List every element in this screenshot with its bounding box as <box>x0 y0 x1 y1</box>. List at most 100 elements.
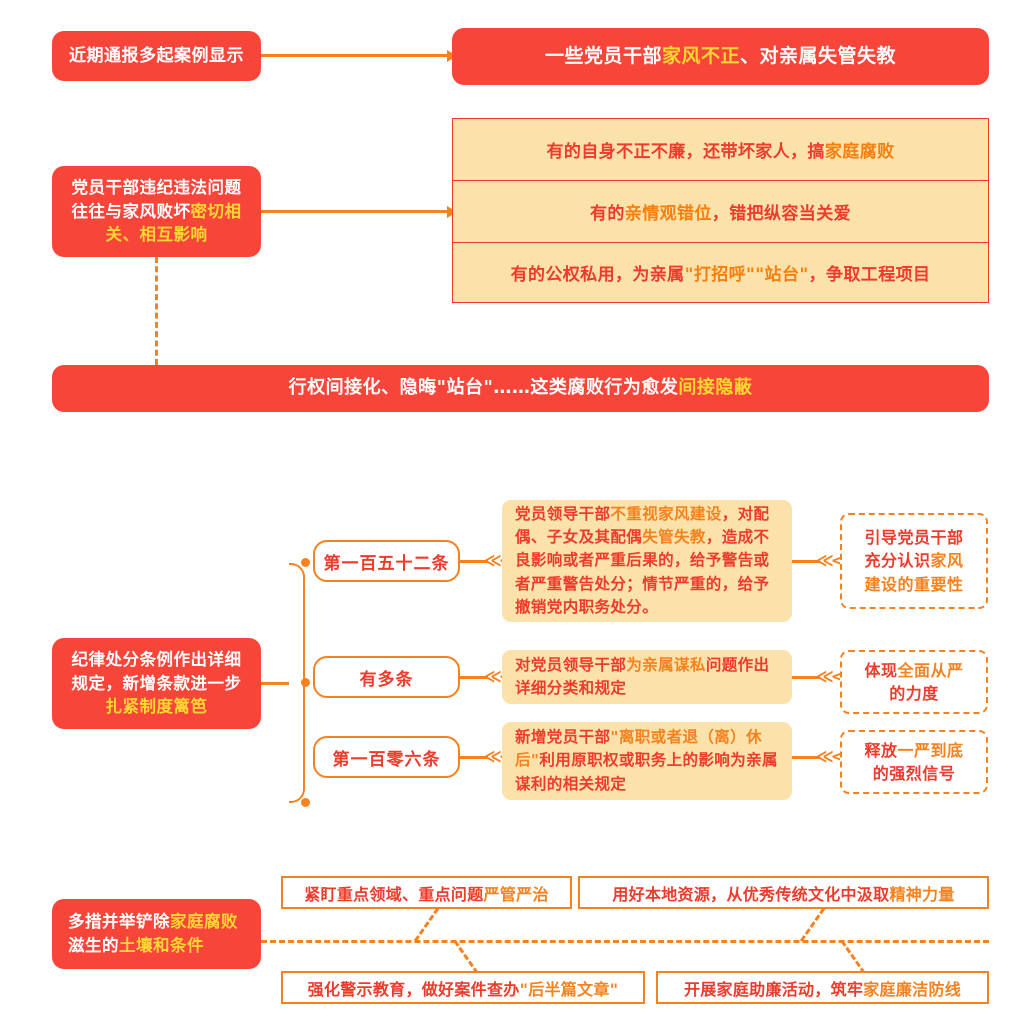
outcome-box-multi: 体现全面从严 的力度 <box>840 650 988 714</box>
triple-chevron-left-icon: ≪< <box>816 747 845 767</box>
branch-dot-icon <box>301 678 310 687</box>
regulation-root-line-1: 纪律处分条例作出详细 <box>71 649 242 669</box>
outcomemulti-seg1: 全面从严 <box>897 660 964 680</box>
triple-chevron-left-icon: ≪< <box>816 667 845 687</box>
article-pill-152-label: 第一百五十二条 <box>323 553 450 574</box>
measure1-seg1: 严管严治 <box>483 884 549 904</box>
cause-line-1: 党员干部违纪违法问题 <box>71 177 242 197</box>
branch-dot-icon <box>301 798 310 807</box>
row0-highlight: 家庭腐败 <box>824 142 895 163</box>
article-detail-multi-text: 对党员领导干部为亲属谋私问题作出详细分类和规定 <box>515 654 779 701</box>
headline-suffix: 、对亲属失管失教 <box>740 44 897 67</box>
measures-line2-prefix: 滋生的 <box>68 936 119 955</box>
headline-text: 一些党员干部家风不正、对亲属失管失教 <box>545 43 896 71</box>
connector-detail106-to-outcome <box>792 756 820 759</box>
measure-box-3: 强化警示教育，做好案件查办"后半篇文章" <box>281 971 645 1004</box>
headline-prefix: 一些党员干部 <box>544 44 662 67</box>
table-row-0-text: 有的自身不正不廉，还带坏家人，搞家庭腐败 <box>546 137 894 162</box>
measure-box-2: 用好本地资源，从优秀传统文化中汲取精神力量 <box>578 876 989 909</box>
outcomemulti-seg2: 的力度 <box>889 684 939 703</box>
measure2-seg0: 用好本地资源，从优秀传统文化中汲取 <box>612 884 890 904</box>
row0-prefix: 有的自身不正不廉，还带坏家人，搞 <box>546 142 825 163</box>
article-pill-152[interactable]: 第一百五十二条 <box>313 540 460 582</box>
article-detail-152-text: 党员领导干部不重视家风建设，对配偶、子女及其配偶失管失教，造成不良影响或者严重后… <box>515 503 779 619</box>
cause-line-3-highlight: 关、相互影响 <box>105 225 208 245</box>
outcomemulti-seg0: 体现 <box>864 660 898 680</box>
outcome152-line-1: 引导党员干部 <box>864 528 964 548</box>
connector-cause-to-banner <box>155 257 158 365</box>
banner-prefix: 行权间接化、隐晦"站台"……这类腐败行为愈发 <box>288 377 679 399</box>
headline-highlight: 家风不正 <box>661 44 740 67</box>
outcome106-seg2: 的强烈信号 <box>872 764 956 783</box>
measure-3-text: 强化警示教育，做好案件查办"后半篇文章" <box>308 976 619 1000</box>
outcome152-line-3: 建设的重要性 <box>864 574 964 594</box>
row1-highlight: 亲情观错位 <box>624 203 712 224</box>
measure-box-4: 开展家庭助廉活动，筑牢家庭廉洁防线 <box>656 971 989 1004</box>
outcome-box-152: 引导党员干部 充分认识家风 建设的重要性 <box>840 513 988 609</box>
outcome106-seg1: 一严到底 <box>897 740 964 760</box>
measures-line1-prefix: 多措并举铲除 <box>68 912 170 932</box>
measures-spine <box>261 940 989 943</box>
article-detail-106: 新增党员干部"离职或者退（离）休后"利用原职权或职务上的影响为亲属谋利的相关规定 <box>502 722 792 800</box>
detail152-seg1: 不重视家风建设 <box>610 504 722 523</box>
detail106-seg2: 利用原职权或职务上的影响为亲属谋利的相关规定 <box>515 751 778 793</box>
outcome106-seg0: 释放 <box>864 740 898 760</box>
branch-dot-icon <box>301 558 310 567</box>
table-row-1-text: 有的亲情观错位，错把纵容当关爱 <box>590 199 851 224</box>
measures-root-line-1: 多措并举铲除家庭腐败 <box>68 910 238 934</box>
measure3-seg1: "后半篇文章" <box>519 979 619 999</box>
cause-line-2-prefix: 往往与家风败坏 <box>71 201 191 221</box>
table-row: 有的自身不正不廉，还带坏家人，搞家庭腐败 <box>453 119 988 180</box>
manifestation-table: 有的自身不正不廉，还带坏家人，搞家庭腐败 有的亲情观错位，错把纵容当关爱 有的公… <box>452 118 989 303</box>
article-detail-106-text: 新增党员干部"离职或者退（离）休后"利用原职权或职务上的影响为亲属谋利的相关规定 <box>515 726 779 796</box>
row1-prefix: 有的 <box>589 203 625 224</box>
connector-detail152-to-outcome <box>792 560 820 563</box>
connector-pill152-to-detail <box>460 560 488 563</box>
cause-line-2-highlight: 密切相 <box>190 201 242 221</box>
connector-source-to-headline <box>261 54 451 57</box>
table-row: 有的亲情观错位，错把纵容当关爱 <box>453 180 988 241</box>
table-row-2-text: 有的公权私用，为亲属"打招呼""站台"，争取工程项目 <box>511 260 931 285</box>
row1-suffix: ，错把纵容当关爱 <box>711 203 851 224</box>
measures-line1-highlight: 家庭腐败 <box>170 912 238 932</box>
connector-pill106-to-detail <box>460 756 488 759</box>
outcome152-line-2: 充分认识家风 <box>864 551 964 571</box>
article-pill-106-label: 第一百零六条 <box>332 749 441 770</box>
measure-1-text: 紧盯重点领域、重点问题严管严治 <box>304 881 549 905</box>
detail106-seg0: 新增党员干部 <box>515 728 611 747</box>
regulation-root-line-2: 规定，新增条款进一步 <box>71 673 242 693</box>
row2-prefix: 有的公权私用，为亲属 <box>510 265 685 286</box>
source-label-text: 近期通报多起案例显示 <box>69 45 244 66</box>
measure-box-1: 紧盯重点领域、重点问题严管严治 <box>281 876 572 909</box>
detail106-seg1: "离职或者退（离）休后" <box>515 728 762 770</box>
regulation-root-box: 纪律处分条例作出详细 规定，新增条款进一步 扎紧制度篱笆 <box>52 638 261 729</box>
article-detail-152: 党员领导干部不重视家风建设，对配偶、子女及其配偶失管失教，造成不良影响或者严重后… <box>502 500 792 622</box>
article-detail-multi: 对党员领导干部为亲属谋私问题作出详细分类和规定 <box>502 650 792 704</box>
measure-4-text: 开展家庭助廉活动，筑牢家庭廉洁防线 <box>684 976 961 1000</box>
measures-root-line-2: 滋生的土壤和条件 <box>68 934 204 958</box>
section1-banner-text: 行权间接化、隐晦"站台"……这类腐败行为愈发间接隐蔽 <box>289 375 753 401</box>
outcome106-line-1: 释放一严到底 <box>864 739 963 762</box>
table-row: 有的公权私用，为亲属"打招呼""站台"，争取工程项目 <box>453 241 988 303</box>
article-pill-multi[interactable]: 有多条 <box>313 656 460 698</box>
article-pill-106[interactable]: 第一百零六条 <box>313 736 460 778</box>
bracket-stem <box>261 682 289 685</box>
banner-highlight: 间接隐蔽 <box>678 377 753 399</box>
source-label-box: 近期通报多起案例显示 <box>52 31 261 81</box>
connector-pillmulti-to-detail <box>460 676 488 679</box>
detailmulti-seg2: 问题作出详细分类和规定 <box>515 655 770 697</box>
row2-suffix: ，争取工程项目 <box>808 265 931 286</box>
detail152-seg2: ，对配偶、子女及其配偶 <box>515 504 770 547</box>
connector-cause-to-table <box>261 210 451 213</box>
article-pill-multi-label: 有多条 <box>359 669 414 690</box>
section1-banner: 行权间接化、隐晦"站台"……这类腐败行为愈发间接隐蔽 <box>52 365 989 412</box>
detail152-seg3: 失管失教 <box>642 528 706 547</box>
row2-highlight: "打招呼""站台" <box>684 265 809 286</box>
detailmulti-seg0: 对党员领导干部 <box>515 655 627 674</box>
cause-box: 党员干部违纪违法问题 往往与家风败坏密切相 关、相互影响 <box>52 166 261 257</box>
detail152-seg0: 党员领导干部 <box>515 504 611 523</box>
triple-chevron-left-icon: ≪< <box>816 551 845 571</box>
detailmulti-seg1: 为亲属谋私 <box>626 655 706 674</box>
measure1-seg0: 紧盯重点领域、重点问题 <box>304 884 484 904</box>
